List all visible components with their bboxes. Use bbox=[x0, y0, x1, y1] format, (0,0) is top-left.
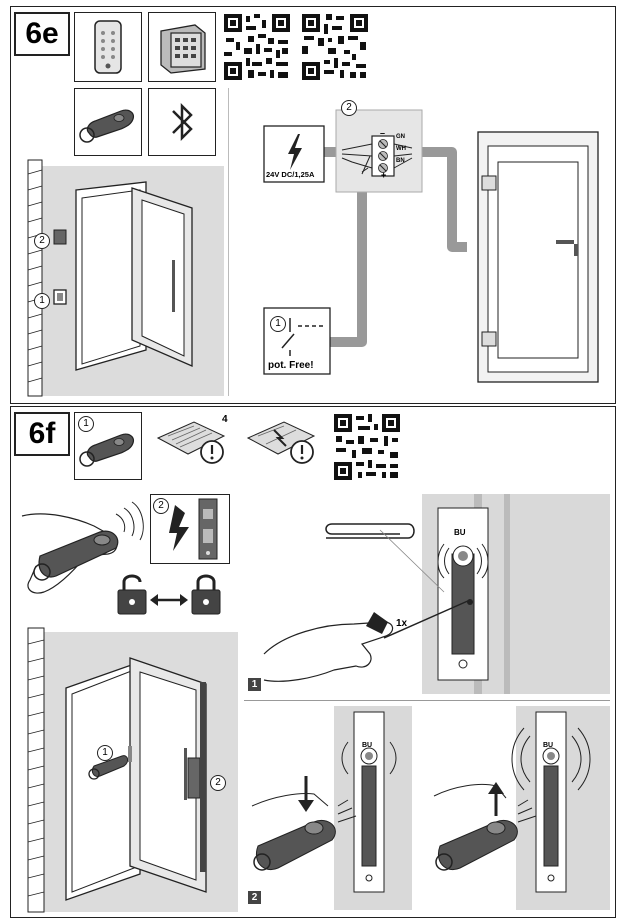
remote-icon-box bbox=[74, 88, 142, 156]
hand-remote-illustration bbox=[21, 501, 144, 594]
callout-remote: 1 bbox=[78, 416, 94, 432]
manual-page-number: 4 bbox=[222, 414, 228, 425]
keypad-icon bbox=[94, 20, 122, 74]
wiring-diagram bbox=[232, 92, 612, 392]
switch-label: pot. Free! bbox=[268, 360, 314, 371]
callout-door-lock: 2 bbox=[210, 775, 226, 791]
lock-unlock-icon bbox=[117, 574, 221, 615]
remote-icon bbox=[79, 433, 134, 467]
press-count-label: 1x bbox=[396, 618, 408, 629]
door-scene-6f bbox=[14, 627, 238, 913]
terminal-color-bn: BN bbox=[396, 158, 405, 164]
remote-icon bbox=[79, 109, 134, 143]
power-label: 24V DC/1,25A bbox=[266, 170, 315, 179]
lock-detail-box bbox=[150, 494, 230, 564]
terminal-sign-minus: – bbox=[380, 128, 386, 138]
qr-code-icon bbox=[334, 414, 400, 480]
terminal-color-wh: WH bbox=[396, 146, 406, 152]
manual-warning-icon bbox=[246, 421, 316, 464]
callout-lock: 2 bbox=[153, 498, 169, 514]
divider bbox=[244, 700, 610, 701]
callout-button-position: 1 bbox=[34, 293, 50, 309]
wall-keypad-icon bbox=[160, 24, 206, 74]
callout-switch: 1 bbox=[270, 316, 286, 332]
step2-panel bbox=[244, 706, 610, 910]
callout-door-remote: 1 bbox=[97, 745, 113, 761]
terminal-color-gn: GN bbox=[396, 134, 405, 140]
step-badge-6e: 6e bbox=[14, 12, 70, 56]
step-badge-6f: 6f bbox=[14, 412, 70, 456]
keypad-icon-box bbox=[74, 12, 142, 82]
motor-lock-icon bbox=[169, 498, 218, 560]
terminal-sign-plus: + bbox=[381, 170, 387, 180]
wall-keypad-icon-box bbox=[148, 12, 216, 82]
step1-tag: 1 bbox=[248, 678, 261, 691]
bu-label-step1: BU bbox=[454, 528, 466, 537]
manual-page-icon bbox=[156, 421, 226, 464]
callout-keypad-position: 2 bbox=[34, 233, 50, 249]
step1-panel bbox=[244, 494, 610, 694]
callout-junction: 2 bbox=[341, 100, 357, 116]
qr-code-icon bbox=[222, 12, 292, 82]
qr-code-icon bbox=[302, 14, 368, 80]
door-scene-6e bbox=[14, 159, 224, 397]
divider bbox=[228, 88, 229, 396]
bu-label-step2-left: BU bbox=[362, 742, 373, 749]
step2-tag: 2 bbox=[248, 891, 261, 904]
bluetooth-icon-box bbox=[148, 88, 216, 156]
bu-label-step2-right: BU bbox=[543, 742, 554, 749]
bluetooth-icon bbox=[172, 102, 193, 142]
